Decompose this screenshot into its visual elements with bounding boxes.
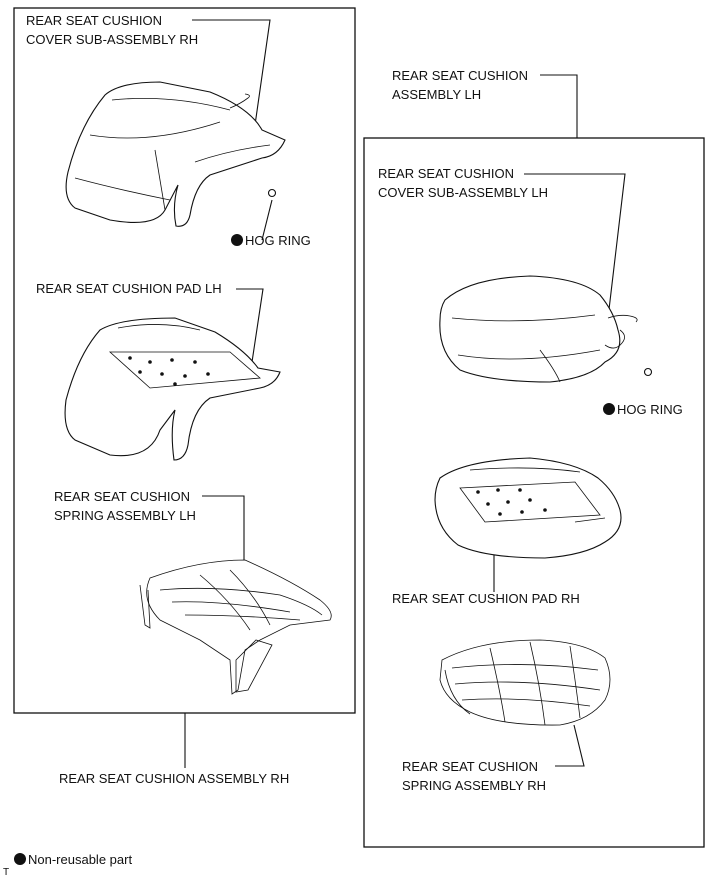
rh-pad-label: REAR SEAT CUSHION PAD LH	[36, 281, 222, 296]
lh-spring-assembly-illustration	[439, 639, 611, 726]
corner-mark: T	[3, 867, 10, 878]
non-reusable-dot-icon	[231, 234, 243, 246]
rh-spring-label: REAR SEAT CUSHION SPRING ASSEMBLY LH	[54, 489, 196, 523]
lh-assembly-label: REAR SEAT CUSHION ASSEMBLY LH	[392, 68, 529, 102]
rh-cushion-cover-illustration	[65, 81, 286, 227]
lh-cushion-pad-illustration	[434, 457, 622, 559]
lh-pad-label: REAR SEAT CUSHION PAD RH	[392, 591, 580, 606]
leader-lines	[184, 19, 626, 768]
lh-cover-label: REAR SEAT CUSHION COVER SUB-ASSEMBLY LH	[378, 166, 549, 200]
lh-hog-ring-label: HOG RING	[603, 400, 683, 419]
non-reusable-dot-icon	[603, 403, 615, 415]
rh-cover-label: REAR SEAT CUSHION COVER SUB-ASSEMBLY RH	[26, 13, 199, 47]
lh-cushion-cover-illustration	[439, 275, 653, 383]
rh-cushion-pad-illustration	[64, 317, 281, 461]
legend: Non-reusable part	[14, 850, 132, 869]
lh-assembly-frame	[363, 137, 705, 848]
lh-spring-label: REAR SEAT CUSHION SPRING ASSEMBLY RH	[402, 759, 547, 793]
rh-spring-assembly-illustration	[139, 559, 332, 695]
rh-assembly-label: REAR SEAT CUSHION ASSEMBLY RH	[59, 771, 290, 786]
non-reusable-dot-icon	[14, 853, 26, 865]
rh-hog-ring-label: HOG RING	[231, 231, 311, 250]
